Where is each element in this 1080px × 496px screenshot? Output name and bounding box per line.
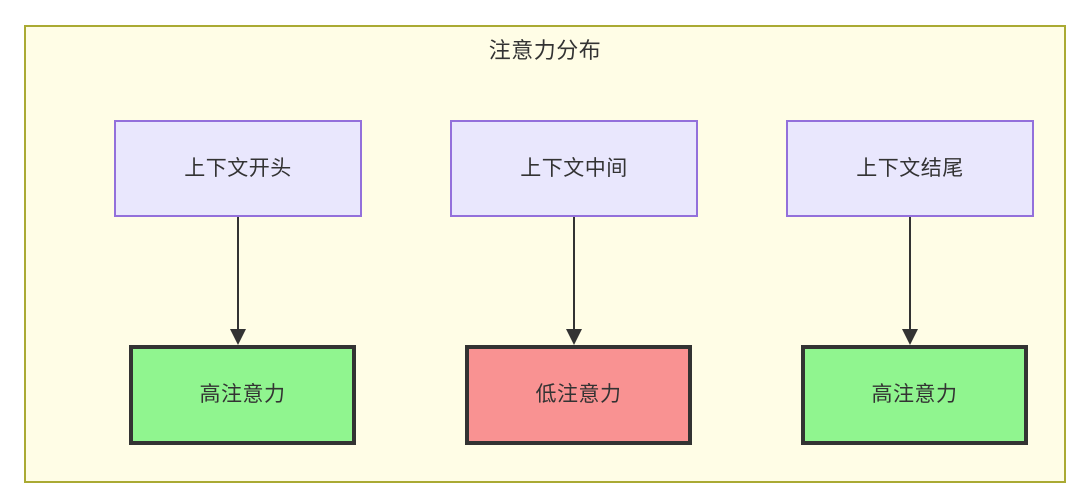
node-context-start[interactable]: 上下文开头 — [114, 120, 362, 217]
node-high-attention-end-label: 高注意力 — [871, 383, 958, 406]
down-arrow-icon — [566, 217, 582, 345]
node-low-attention-middle[interactable]: 低注意力 — [465, 345, 692, 445]
edge-context-middle-to-low-attention — [562, 217, 586, 345]
node-context-middle[interactable]: 上下文中间 — [450, 120, 698, 217]
node-context-end[interactable]: 上下文结尾 — [786, 120, 1034, 217]
node-high-attention-end[interactable]: 高注意力 — [801, 345, 1028, 445]
edge-context-start-to-high-attention — [226, 217, 250, 345]
down-arrow-icon — [230, 217, 246, 345]
node-context-start-label: 上下文开头 — [184, 156, 292, 180]
diagram-title: 注意力分布 — [488, 38, 602, 63]
node-context-end-label: 上下文结尾 — [856, 156, 964, 180]
edge-context-end-to-high-attention — [898, 217, 922, 345]
attention-distribution-frame: 注意力分布 上下文开头 上下文中间 上下文结尾 — [24, 25, 1066, 483]
node-low-attention-middle-label: 低注意力 — [535, 383, 622, 406]
down-arrow-icon — [902, 217, 918, 345]
node-high-attention-start[interactable]: 高注意力 — [129, 345, 356, 445]
node-high-attention-start-label: 高注意力 — [199, 383, 286, 406]
node-context-middle-label: 上下文中间 — [520, 156, 628, 180]
